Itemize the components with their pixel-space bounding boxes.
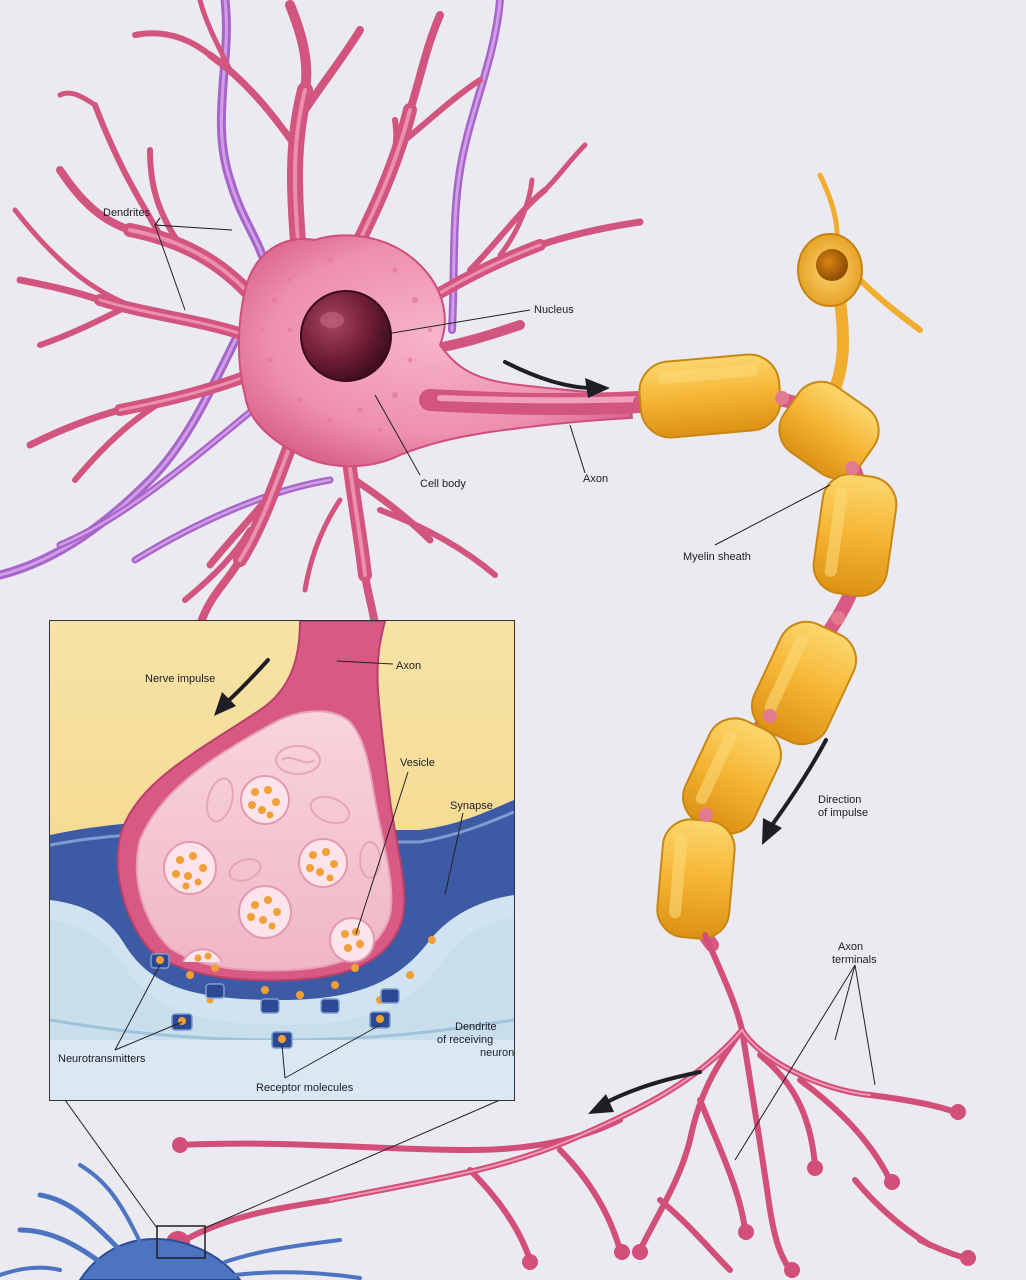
myelin-segment [812,473,898,597]
myelin-segment [638,353,782,439]
inset-label-nerve-impulse: Nerve impulse [145,673,215,685]
receiving-neuron [0,1163,362,1280]
vesicle [329,917,375,963]
vesicle [298,838,348,888]
axon-main [419,389,651,416]
axon-terminals [166,932,976,1278]
vesicle [182,948,223,963]
inset-label-vesicle: Vesicle [400,757,435,769]
inset-label-dendrite-2: of receiving [437,1034,493,1046]
incoming-purple-fibers [0,0,504,580]
vesicle [240,775,290,825]
label-myelin-sheath: Myelin sheath [683,551,751,563]
receptor-molecules [150,953,400,1049]
direction-arrow [762,738,828,845]
impulse-arrow-axon [503,360,610,398]
inset-label-synapse: Synapse [450,800,493,812]
myelin-segment [751,620,857,746]
inset-label-dendrite-3: neuron [480,1047,514,1059]
inset-label-neurotransmitters: Neurotransmitters [58,1053,146,1065]
label-cell-body: Cell body [420,478,466,490]
nucleus [300,290,392,382]
vesicle [163,841,217,895]
impulse-arrow-terminals [588,1070,702,1114]
leader-lines [154,217,876,1161]
label-axon-terminals-2: terminals [832,954,877,966]
label-direction-2: of impulse [818,807,868,819]
myelin-segment [656,818,736,940]
inset-label-receptor-molecules: Receptor molecules [256,1082,354,1094]
label-direction-1: Direction [818,794,861,806]
synapse-inset [49,620,515,1101]
zoom-indicator [64,1099,501,1259]
label-dendrites: Dendrites [103,207,151,219]
inset-label-axon: Axon [396,660,421,672]
inset-label-dendrite-1: Dendrite [455,1021,497,1033]
label-axon: Axon [583,473,608,485]
myelinated-axon [633,172,923,952]
label-axon-terminals-1: Axon [838,941,863,953]
vesicle [238,885,292,939]
myelin-segment [778,380,880,480]
cell-body [237,234,634,468]
label-nucleus: Nucleus [534,304,574,316]
